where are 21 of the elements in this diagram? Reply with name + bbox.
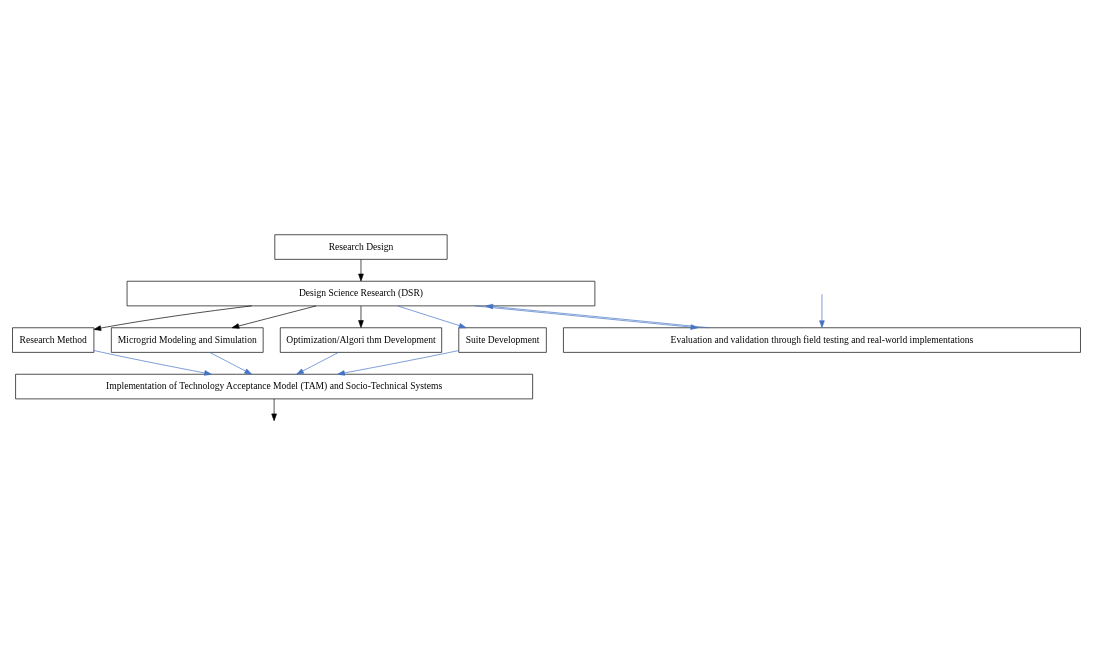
arrow xyxy=(93,349,212,376)
node-box: Implementation of Technology Acceptance Model (TAM) and Socio-Technical Systems xyxy=(15,373,533,399)
node-box: Research Design xyxy=(274,233,448,260)
arrow xyxy=(485,303,710,328)
arrow xyxy=(209,351,252,375)
arrow xyxy=(337,349,459,376)
node-box: Evaluation and validation through field testing and real-world implementations xyxy=(563,326,1081,353)
node-box: Optimization/Algori thm Development xyxy=(279,326,442,353)
arrow xyxy=(474,305,699,330)
arrow xyxy=(358,305,364,328)
arrow xyxy=(271,398,277,421)
node-box: Suite Development xyxy=(458,326,547,353)
arrow xyxy=(231,305,317,329)
arrow xyxy=(397,305,467,328)
arrow xyxy=(296,351,339,375)
arrow xyxy=(819,293,825,328)
node-box: Microgrid Modeling and Simulation xyxy=(111,326,264,353)
arrow xyxy=(93,305,253,331)
node-box: Research Method xyxy=(12,326,95,353)
node-box: Design Science Research (DSR) xyxy=(126,280,596,306)
arrow xyxy=(358,258,364,281)
